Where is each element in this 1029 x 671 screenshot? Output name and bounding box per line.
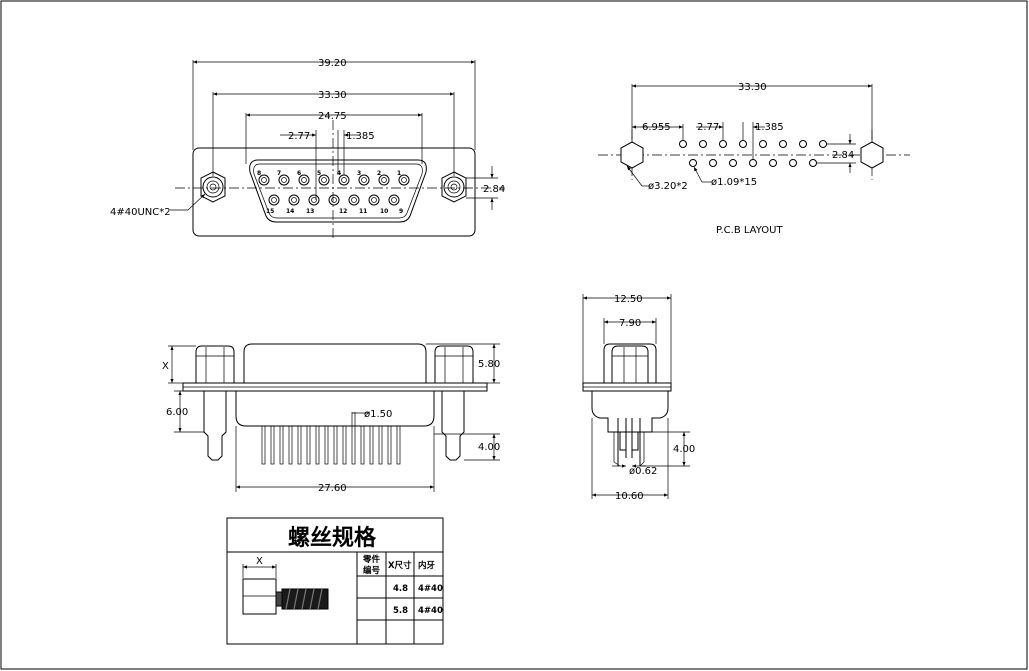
side-dim-body-width: 27.60 [318,483,347,494]
pin-label: 9 [399,208,403,215]
side-standoff-right [441,391,465,461]
front-pin-row-top [258,174,410,186]
dim-mount-spacing: 33.30 [318,90,347,101]
end-pins [617,418,641,466]
dim-shell-width: 24.75 [318,111,347,122]
screw-dim-x: X [256,556,263,567]
side-standoff-left [203,391,227,461]
table-cell: 4#40 [418,584,443,594]
side-hex-nut-right [434,345,474,384]
pin-label: 2 [377,170,381,177]
pin-label: 14 [286,208,294,215]
pcb-mount-hole-right [860,141,884,169]
pcb-dim-row-spacing: 2.84 [832,150,854,161]
pin-label: 6 [297,170,301,177]
side-dim-x: X [162,361,169,372]
pin-label: 4 [337,170,341,177]
side-hex-nut-left [195,345,235,384]
side-body [235,391,435,427]
pin-label: 15 [266,208,274,215]
table-title: 螺丝规格 [288,525,377,551]
dim-pin-offset: 1.385 [346,131,375,142]
front-flange [192,147,476,237]
table-header-part-no: 编号 [363,565,381,576]
front-d-shell [249,159,427,223]
thread-callout: 4#40UNC*2 [110,207,171,218]
side-shell [243,343,427,383]
pcb-pin-holes-bottom [689,159,817,167]
end-dim-shell-depth: 7.90 [619,318,641,329]
pin-label: 8 [257,170,261,177]
end-dim-pin-dia: ø0.62 [629,466,657,477]
side-pins [261,425,401,465]
pcb-mount-hole-left [620,141,644,169]
pcb-dim-mount-spacing: 33.30 [738,82,767,93]
front-mount-nut-right [441,171,467,203]
end-body [591,391,669,433]
table-cell: 5.8 [393,606,408,616]
pcb-dim-offset: 6.955 [642,122,671,133]
side-view: X 5.80 6.00 ø1.50 4.00 27.60 [162,343,500,494]
table-header-x-size: X尺寸 [388,560,412,571]
pin-label: 12 [339,208,347,215]
end-dim-base-depth: 10.60 [615,491,644,502]
end-view: 12.50 7.90 4.00 ø0.62 10.60 [582,294,695,502]
end-dim-overall-depth: 12.50 [614,294,643,305]
pcb-pin-holes-top [679,140,827,148]
front-pin-row-bottom [268,194,400,206]
dim-pin-pitch: 2.77 [288,131,310,142]
table-cell: 4#40 [418,606,443,616]
front-view: 8 7 6 5 4 3 2 1 15 14 13 12 11 10 9 39.2… [110,58,505,240]
side-dim-pin-length: 4.00 [478,442,500,453]
table-cell: 4.8 [393,584,408,594]
pcb-dim-pin-pitch: 2.77 [697,122,719,133]
pcb-mount-hole-callout: ø3.20*2 [648,181,688,192]
table-header-thread: 内牙 [418,560,436,571]
pin-label: 11 [359,208,367,215]
side-dim-hex-height: 5.80 [478,359,500,370]
front-mount-nut-left [200,171,226,203]
pin-label: 1 [397,170,401,177]
side-dim-flange-height: 6.00 [166,407,188,418]
pin-label: 5 [317,170,321,177]
table-header-part-no: 零件 [362,554,381,565]
screw-spec-table: 螺丝规格 零件 编号 X尺寸 内牙 4.8 4#40 5.8 4#40 X [226,517,444,645]
end-shell [603,343,657,383]
side-dim-pin-dia: ø1.50 [364,409,392,420]
pin-label: 7 [277,170,281,177]
end-hex-nut [611,345,649,384]
pcb-layout-view: 33.30 6.955 2.77 1.385 2.84 ø3.20*2 ø1.0… [598,82,910,236]
pin-label: 13 [306,208,314,215]
end-dim-pin-length: 4.00 [673,444,695,455]
pin-label: 10 [380,208,388,215]
dim-overall-width: 39.20 [318,58,347,69]
pcb-layout-label: P.C.B LAYOUT [716,225,783,236]
pcb-pin-hole-callout: ø1.09*15 [711,177,757,188]
pcb-dim-pin-offset: 1.385 [755,122,784,133]
dim-row-spacing: 2.84 [483,184,505,195]
pin-label: 3 [357,170,361,177]
screw-illustration: X [242,556,329,615]
